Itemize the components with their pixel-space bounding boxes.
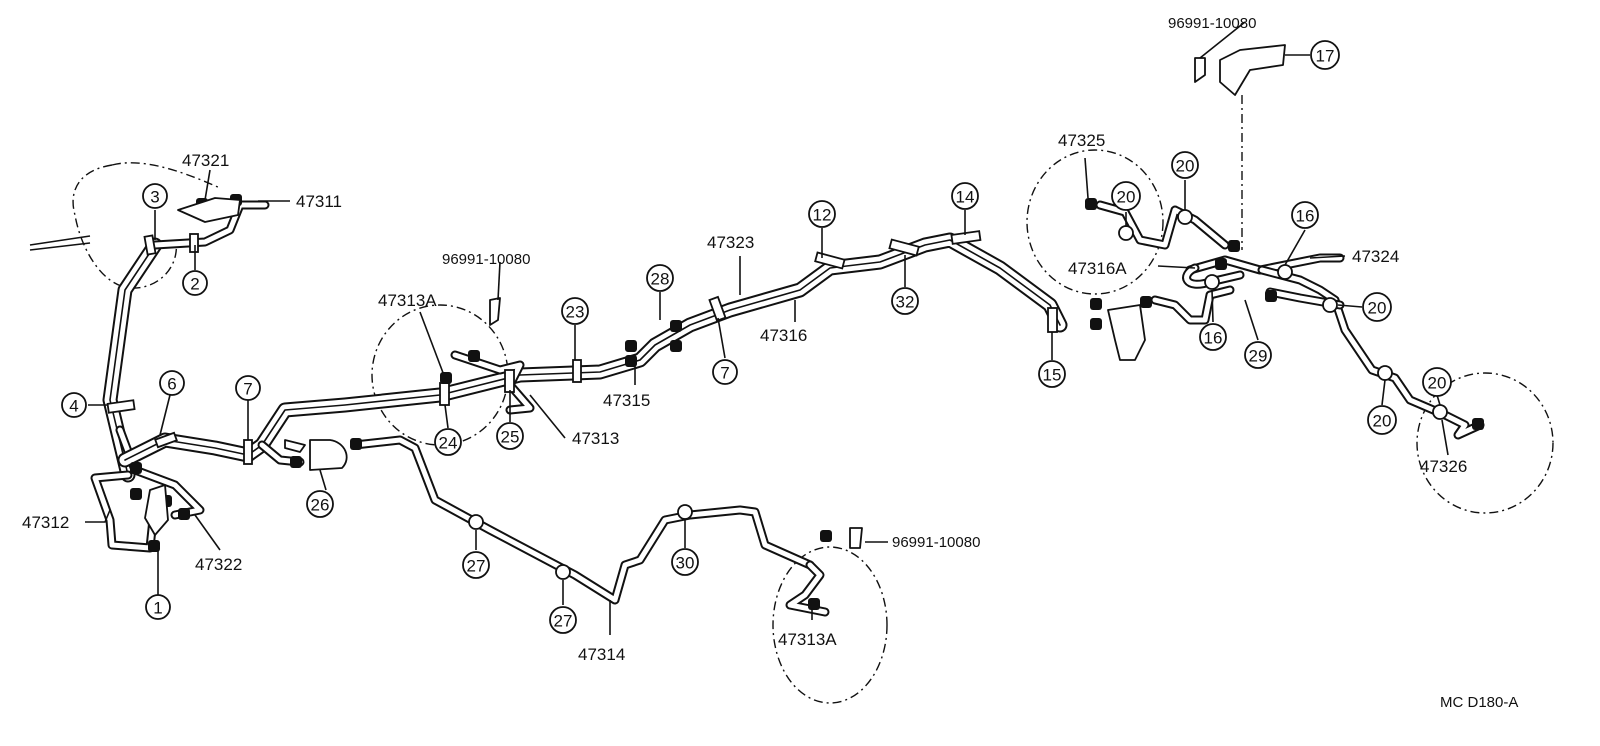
callout-27-a: 27 — [462, 551, 490, 579]
label-47323: 47323 — [707, 233, 754, 252]
svg-text:26: 26 — [311, 496, 330, 515]
svg-text:20: 20 — [1368, 299, 1387, 318]
callout-23: 23 — [561, 297, 589, 325]
label-47324: 47324 — [1352, 247, 1399, 266]
callout-3: 3 — [142, 183, 168, 209]
svg-text:30: 30 — [676, 554, 695, 573]
label-47311: 47311 — [296, 192, 342, 211]
label-47313A-left: 47313A — [378, 291, 437, 310]
label-47321: 47321 — [182, 151, 229, 170]
callout-6: 6 — [159, 370, 185, 396]
svg-text:27: 27 — [467, 557, 486, 576]
clamps — [106, 230, 1058, 465]
bracket-17 — [1219, 44, 1286, 96]
callout-17: 17 — [1310, 40, 1340, 70]
label-47312: 47312 — [22, 513, 69, 532]
svg-text:1: 1 — [153, 599, 162, 618]
label-96991-upper: 96991-10080 — [442, 251, 530, 268]
components — [144, 44, 1448, 580]
callout-4: 4 — [61, 392, 87, 418]
svg-text:20: 20 — [1428, 374, 1447, 393]
svg-text:17: 17 — [1316, 47, 1335, 66]
label-47315: 47315 — [603, 391, 650, 410]
svg-text:4: 4 — [69, 397, 78, 416]
svg-text:15: 15 — [1043, 366, 1062, 385]
detail-outlines — [29, 95, 1554, 704]
callout-28: 28 — [646, 264, 674, 292]
callout-32: 32 — [891, 287, 919, 315]
label-47313A-lower: 47313A — [778, 630, 837, 649]
label-47316: 47316 — [760, 326, 807, 345]
callout-26: 26 — [306, 490, 334, 518]
label-96991-lower: 96991-10080 — [892, 534, 980, 551]
callout-2: 2 — [182, 270, 208, 296]
callout-24: 24 — [434, 428, 462, 456]
callout-29: 29 — [1244, 341, 1272, 369]
label-47326: 47326 — [1420, 457, 1467, 476]
callout-20-b: 20 — [1171, 151, 1199, 179]
label-47313: 47313 — [572, 429, 619, 448]
svg-text:16: 16 — [1296, 207, 1315, 226]
svg-text:12: 12 — [813, 206, 832, 225]
valve-block — [1107, 304, 1146, 361]
label-96991-top: 96991-10080 — [1168, 15, 1256, 32]
callout-20-a: 20 — [1111, 181, 1141, 211]
callout-15: 15 — [1038, 360, 1066, 388]
callout-27-b: 27 — [549, 606, 577, 634]
label-47314: 47314 — [578, 645, 625, 664]
svg-text:20: 20 — [1117, 188, 1136, 207]
label-47325: 47325 — [1058, 131, 1105, 150]
callout-12: 12 — [808, 200, 836, 228]
svg-text:25: 25 — [501, 428, 520, 447]
callout-16-a: 16 — [1291, 201, 1319, 229]
svg-text:14: 14 — [956, 188, 975, 207]
brake-pipes — [90, 200, 1485, 617]
svg-text:32: 32 — [896, 293, 915, 312]
svg-text:2: 2 — [190, 275, 199, 294]
diagram-code: MC D180-A — [1440, 694, 1518, 711]
svg-text:7: 7 — [720, 364, 729, 383]
svg-text:3: 3 — [150, 188, 159, 207]
svg-text:16: 16 — [1204, 329, 1223, 348]
svg-text:20: 20 — [1176, 157, 1195, 176]
callout-7-right: 7 — [712, 359, 738, 385]
svg-text:27: 27 — [554, 612, 573, 631]
svg-text:23: 23 — [566, 303, 585, 322]
svg-text:29: 29 — [1249, 347, 1268, 366]
callout-16-b: 16 — [1199, 323, 1227, 351]
proportioning-valve — [309, 439, 348, 471]
callout-25: 25 — [496, 422, 524, 450]
callout-30: 30 — [671, 548, 699, 576]
label-47322: 47322 — [195, 555, 242, 574]
callout-7-left: 7 — [235, 375, 261, 401]
svg-text:20: 20 — [1373, 412, 1392, 431]
svg-text:24: 24 — [439, 434, 458, 453]
part-number-labels: 47321 47311 47312 47322 47313A 96991-100… — [22, 15, 1518, 711]
callout-20-e: 20 — [1367, 405, 1397, 435]
svg-text:6: 6 — [167, 375, 176, 394]
callouts: 3 2 4 6 7 1 26 24 25 23 28 7 12 32 14 15… — [61, 40, 1452, 634]
callout-20-c: 20 — [1362, 292, 1392, 322]
svg-text:7: 7 — [243, 380, 252, 399]
callout-14: 14 — [951, 182, 979, 210]
callout-1: 1 — [145, 594, 171, 620]
label-47316A: 47316A — [1068, 259, 1127, 278]
svg-text:28: 28 — [651, 270, 670, 289]
callout-20-d: 20 — [1422, 367, 1452, 397]
